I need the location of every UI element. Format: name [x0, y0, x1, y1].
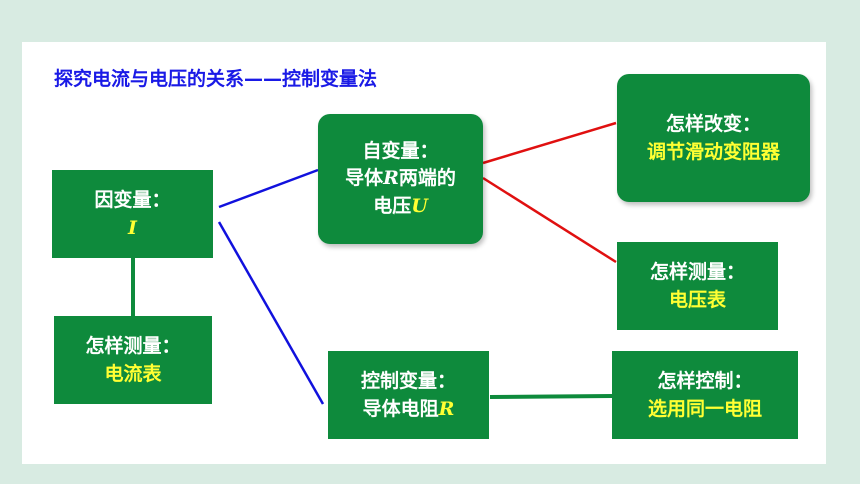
dependent-variable-box: 因变量： I — [52, 170, 213, 258]
independent-text-ends: 两端的 — [398, 167, 456, 190]
controlled-variable-label: 控制变量： — [360, 369, 456, 392]
independent-symbol-r: R — [383, 167, 399, 190]
independent-variable-box: 自变量： 导体R两端的 电压U — [318, 114, 483, 244]
controlled-variable-desc: 导体电阻R — [363, 395, 455, 424]
dependent-measure-value: 电流表 — [104, 363, 162, 385]
independent-measure-box: 怎样测量： 电压表 — [617, 242, 778, 330]
change-method-value: 调节滑动变阻器 — [646, 141, 780, 163]
control-method-label: 怎样控制： — [657, 369, 753, 392]
control-method-box: 怎样控制： 选用同一电阻 — [612, 351, 798, 439]
independent-measure-label: 怎样测量： — [649, 260, 745, 283]
change-method-label: 怎样改变： — [665, 112, 761, 135]
dependent-measure-label: 怎样测量： — [85, 334, 181, 357]
controlled-text-resistance: 导体电阻 — [362, 398, 439, 420]
controlled-variable-box: 控制变量： 导体电阻R — [328, 351, 489, 439]
independent-variable-desc-line2: 电压U — [373, 193, 428, 221]
dependent-measure-box: 怎样测量： 电流表 — [54, 316, 212, 404]
controlled-symbol-r: R — [438, 398, 455, 420]
dependent-variable-symbol: I — [128, 217, 137, 239]
independent-text-voltage: 电压 — [373, 194, 412, 217]
independent-text-conductor: 导体 — [345, 167, 384, 190]
independent-symbol-u: U — [411, 194, 428, 217]
independent-measure-value: 电压表 — [668, 289, 726, 311]
dependent-variable-label: 因变量： — [94, 188, 171, 211]
independent-variable-desc-line1: 导体R两端的 — [345, 165, 456, 193]
independent-variable-label: 自变量： — [362, 139, 439, 162]
change-method-box: 怎样改变： 调节滑动变阻器 — [617, 74, 810, 202]
control-method-value: 选用同一电阻 — [647, 398, 762, 420]
page-title: 探究电流与电压的关系——控制变量法 — [54, 68, 378, 90]
